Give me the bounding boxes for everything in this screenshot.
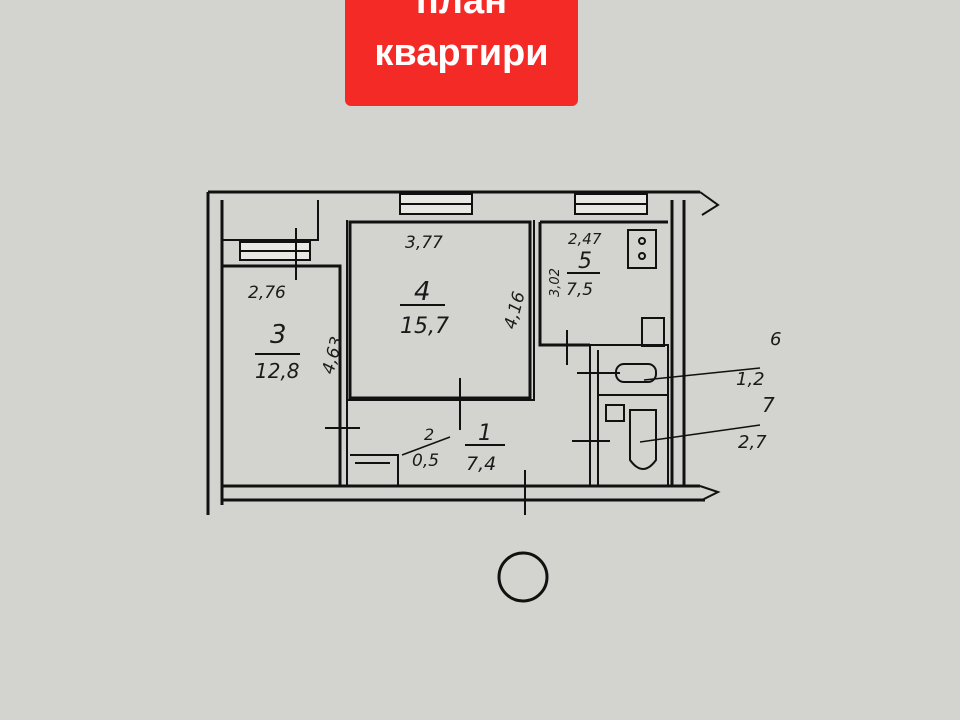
room-3-width: 2,76 [248,283,286,303]
room-3-length: 4,63 [319,335,348,377]
room-3-area: 12,8 [255,359,300,383]
stove-icon [627,229,657,269]
room-6-number: 6 [770,329,781,350]
room-7-number: 7 [762,393,775,417]
sink-icon [641,317,665,347]
room-4-width: 3,77 [405,233,443,253]
room-5-area: 7,5 [566,280,593,300]
toilet-icon [615,363,657,383]
room-4-length: 4,16 [501,289,530,331]
fraction-lines [255,272,600,446]
title-banner: план квартири [345,0,578,106]
room-4-area: 15,7 [400,314,449,339]
room-5-length: 3,02 [548,268,563,297]
windows [239,193,648,261]
room-3-number: 3 [270,320,287,350]
fixtures [401,191,761,501]
room-1-area: 7,4 [466,453,496,475]
washbasin-icon [605,404,625,422]
room-5-number: 5 [578,249,592,274]
room-6-area: 1,2 [736,369,765,390]
room-2-number: 2 [424,425,434,444]
room-4-number: 4 [414,277,431,307]
room-5-width: 2,47 [568,230,602,248]
doors [295,228,620,515]
title-line-2: квартири [374,32,549,74]
walls [206,190,705,515]
room-1-number: 1 [478,421,492,446]
bathtub-icon [629,409,657,470]
title-line-1: план [415,0,508,22]
compass-circle-icon [497,551,549,603]
room-7-area: 2,7 [738,432,767,453]
room-2-area: 0,5 [412,451,439,471]
